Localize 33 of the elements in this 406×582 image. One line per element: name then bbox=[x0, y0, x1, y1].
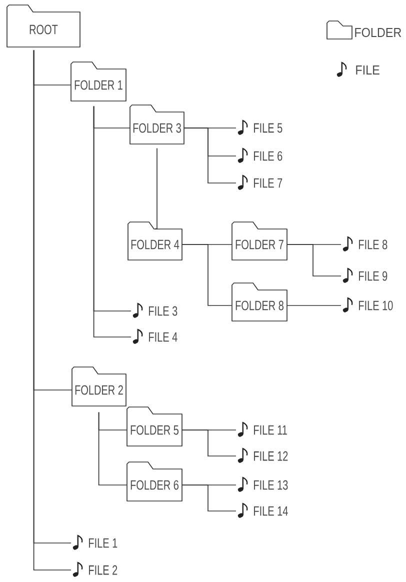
folder-box: FOLDER 1 bbox=[70, 62, 126, 102]
legend-label: FILE bbox=[356, 66, 380, 74]
file-name: FILE 10 bbox=[359, 300, 393, 310]
folder-box: ROOT bbox=[6, 4, 80, 48]
file-name: FILE 1 bbox=[89, 538, 118, 548]
folder-box: FOLDER 5 bbox=[126, 406, 182, 446]
file-name: FILE 6 bbox=[254, 151, 282, 161]
connector-line bbox=[182, 244, 232, 306]
connector-line bbox=[98, 412, 128, 486]
connector-line bbox=[182, 484, 236, 512]
legend-label: FOLDER bbox=[355, 28, 402, 38]
folder-box: FOLDER 6 bbox=[126, 462, 182, 502]
file-name: FILE 7 bbox=[254, 178, 282, 188]
file-name: FILE 11 bbox=[254, 425, 287, 435]
file-name: FILE 9 bbox=[359, 271, 388, 281]
file-name: FILE 12 bbox=[254, 451, 288, 461]
file-name: FILE 5 bbox=[254, 123, 282, 133]
folder-box: FOLDER 7 bbox=[232, 222, 288, 260]
folder-box: FOLDER 2 bbox=[72, 366, 126, 406]
connector-line bbox=[154, 148, 158, 230]
connector-line bbox=[286, 244, 342, 276]
file-name: FILE 14 bbox=[254, 506, 288, 516]
connector-line bbox=[184, 128, 236, 184]
file-name: FILE 13 bbox=[254, 480, 288, 490]
file-name: FILE 3 bbox=[149, 306, 178, 316]
file-name: FILE 4 bbox=[149, 332, 178, 342]
file-name: FILE 2 bbox=[89, 565, 118, 575]
folder-box: FOLDER 4 bbox=[128, 222, 182, 260]
folder-box: FOLDER 3 bbox=[130, 104, 184, 144]
connector-line bbox=[182, 430, 236, 456]
connector-line bbox=[286, 305, 342, 306]
file-name: FILE 8 bbox=[359, 240, 388, 250]
folder-box: FOLDER 8 bbox=[232, 282, 288, 322]
